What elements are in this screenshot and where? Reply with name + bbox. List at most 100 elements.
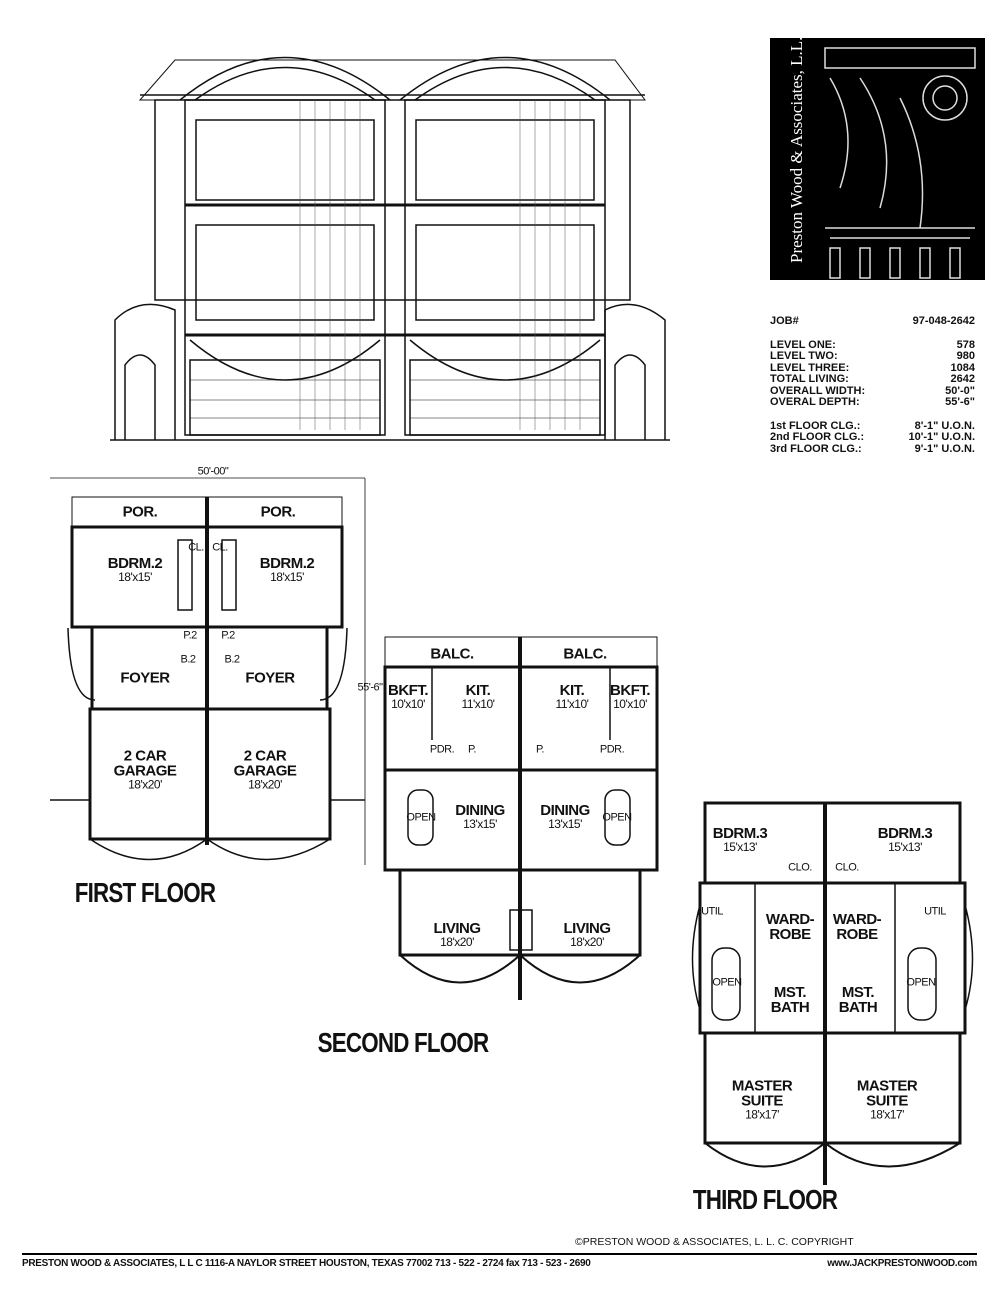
room-size: 13'x15' bbox=[548, 817, 582, 831]
open-to-below: OPEN bbox=[602, 811, 632, 824]
firm-logo: Preston Wood & Associates, L.L.C. bbox=[770, 21, 985, 280]
ceiling-label: 3rd FLOOR CLG.: bbox=[770, 442, 862, 455]
room-porch: POR. bbox=[260, 503, 296, 521]
third-floor-title: THIRD FLOOR bbox=[692, 1184, 838, 1215]
room-name: BKFT. bbox=[388, 682, 429, 699]
level-label: LEVEL ONE: bbox=[770, 338, 836, 351]
ceiling-row: 2nd FLOOR CLG.: 10'-1" U.O.N. bbox=[770, 431, 975, 444]
powder-label: PDR. bbox=[599, 743, 625, 756]
room-name: MASTER SUITE bbox=[856, 1077, 918, 1110]
first-floor-plan bbox=[50, 477, 366, 865]
room-balcony: BALC. bbox=[563, 645, 607, 663]
room-name: DINING bbox=[455, 802, 505, 819]
room-wardrobe: WARD-ROBE bbox=[765, 911, 815, 943]
level-row: LEVEL ONE: 578 bbox=[770, 338, 975, 352]
room-size: 10'x10' bbox=[391, 697, 425, 711]
room-size: 18'x20' bbox=[570, 935, 604, 949]
front-elevation bbox=[110, 56, 670, 441]
room-size: 18'x20' bbox=[440, 935, 474, 949]
room-name: DINING bbox=[540, 802, 590, 819]
level-label: OVERAL DEPTH: bbox=[770, 396, 860, 408]
level-value: 55'-6" bbox=[945, 396, 975, 408]
ceiling-value: 10'-1" U.O.N. bbox=[908, 431, 975, 443]
level-row: OVERAL DEPTH: 55'-6" bbox=[770, 396, 975, 409]
ceiling-value: 8'-1" U.O.N. bbox=[914, 419, 975, 432]
level-label: OVERALL WIDTH: bbox=[770, 384, 866, 397]
level-value: 1084 bbox=[950, 361, 975, 374]
room-kitchen: KIT.11'x10' bbox=[462, 683, 495, 711]
second-floor-plan bbox=[383, 636, 659, 1000]
ceiling-label: 1st FLOOR CLG.: bbox=[770, 419, 861, 432]
ceiling-label: 2nd FLOOR CLG.: bbox=[770, 431, 865, 443]
powder-label: P.2 bbox=[183, 629, 197, 642]
level-label: LEVEL TWO: bbox=[770, 350, 838, 362]
pantry-label: P. bbox=[468, 743, 476, 756]
room-size: 11'x10' bbox=[461, 697, 495, 711]
closet-label: CLO. bbox=[835, 861, 859, 874]
utility-label: UTIL bbox=[924, 905, 946, 918]
room-size: 18'x20' bbox=[248, 777, 282, 792]
room-size: 18'x20' bbox=[128, 777, 162, 792]
ceiling-row: 1st FLOOR CLG.: 8'-1" U.O.N. bbox=[770, 419, 975, 433]
job-value: 97-048-2642 bbox=[912, 315, 975, 327]
room-balcony: BALC. bbox=[430, 645, 474, 663]
room-size: 15'x13' bbox=[723, 840, 757, 854]
room-breakfast: BKFT.10'x10' bbox=[610, 682, 651, 711]
utility-label: UTIL bbox=[701, 905, 723, 918]
closet-label: CL. bbox=[212, 541, 228, 554]
level-value: 980 bbox=[956, 350, 975, 362]
open-to-below: OPEN bbox=[906, 976, 936, 989]
level-value: 50'-0" bbox=[945, 384, 975, 397]
website-link[interactable]: www.JACKPRESTONWOOD.com bbox=[827, 1258, 977, 1269]
pantry-label: P. bbox=[536, 743, 544, 756]
room-name: BKFT. bbox=[610, 682, 651, 699]
room-kitchen: KIT.11'x10' bbox=[556, 683, 589, 711]
room-name: KIT. bbox=[559, 682, 585, 699]
room-name: BDRM.2 bbox=[259, 555, 315, 572]
ceiling-row: 3rd FLOOR CLG.: 9'-1" U.O.N. bbox=[770, 442, 975, 456]
level-row: LEVEL THREE: 1084 bbox=[770, 361, 975, 375]
room-wardrobe: WARD-ROBE bbox=[832, 911, 882, 943]
level-label: LEVEL THREE: bbox=[770, 361, 850, 374]
room-size: 18'x17' bbox=[870, 1107, 904, 1122]
first-floor-title: FIRST FLOOR bbox=[74, 877, 216, 908]
room-size: 18'x17' bbox=[745, 1107, 779, 1122]
second-floor-title: SECOND FLOOR bbox=[317, 1027, 490, 1058]
third-floor-plan bbox=[691, 801, 974, 1185]
powder-label: P.2 bbox=[221, 629, 235, 642]
closet-label: CL. bbox=[188, 541, 204, 554]
room-name: 2 CAR GARAGE bbox=[233, 747, 297, 780]
room-breakfast: BKFT.10'x10' bbox=[388, 682, 429, 711]
room-name: BDRM.2 bbox=[107, 555, 163, 572]
open-to-below: OPEN bbox=[406, 811, 436, 824]
depth-dimension: 55'-6" bbox=[357, 681, 383, 694]
level-row: TOTAL LIVING: 2642 bbox=[770, 373, 975, 386]
ceiling-value: 9'-1" U.O.N. bbox=[914, 442, 975, 455]
bath-label: B.2 bbox=[180, 653, 196, 666]
level-value: 2642 bbox=[950, 373, 975, 385]
room-size: 10'x10' bbox=[613, 697, 647, 711]
footer: PRESTON WOOD & ASSOCIATES, L L C 1116-A … bbox=[22, 1253, 977, 1269]
room-foyer: FOYER bbox=[120, 669, 170, 687]
room-name: LIVING bbox=[563, 920, 611, 937]
copyright-notice: ©PRESTON WOOD & ASSOCIATES, L. L. C. COP… bbox=[575, 1236, 854, 1248]
level-row: LEVEL TWO: 980 bbox=[770, 350, 975, 363]
room-name: BDRM.3 bbox=[712, 825, 768, 842]
room-size: 18'x15' bbox=[270, 570, 304, 584]
open-to-below: OPEN bbox=[712, 976, 742, 989]
level-value: 578 bbox=[956, 338, 975, 351]
level-label: TOTAL LIVING: bbox=[770, 373, 849, 385]
bath-label: B.2 bbox=[224, 653, 240, 666]
room-foyer: FOYER bbox=[245, 669, 295, 687]
room-name: LIVING bbox=[433, 920, 481, 937]
